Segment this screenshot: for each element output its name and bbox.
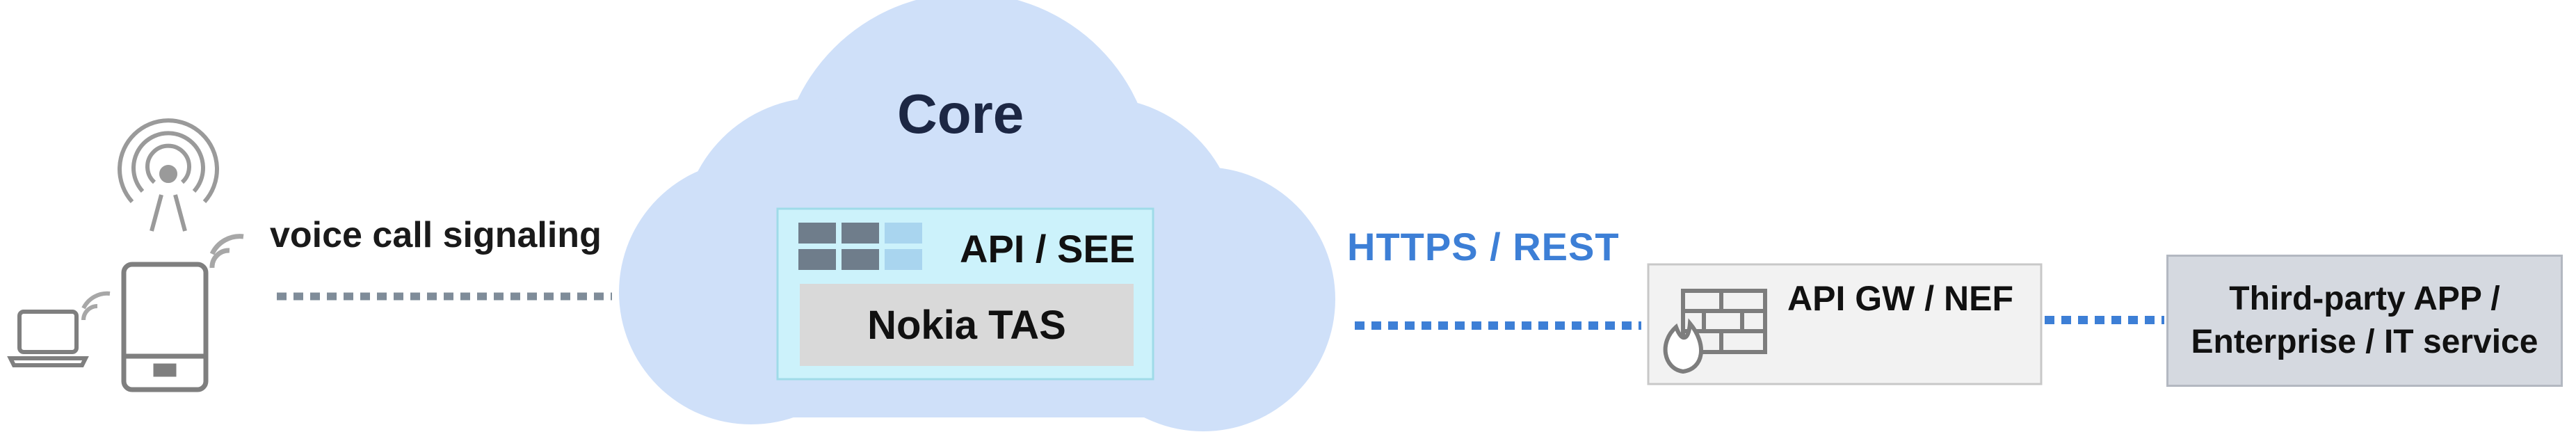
protocol-label: HTTPS / REST — [1347, 225, 1620, 269]
third-party-line1: Third-party APP / — [2229, 280, 2500, 317]
grid-icon — [798, 223, 922, 270]
tablet-icon — [121, 234, 244, 392]
tas-box — [800, 284, 1134, 366]
laptop-icon — [7, 291, 111, 367]
third-party-line2: Enterprise / IT service — [2191, 324, 2538, 360]
core-title: Core — [897, 83, 1024, 145]
third-party-box: Third-party APP / Enterprise / IT servic… — [2166, 255, 2563, 387]
firewall-icon — [1663, 289, 1767, 374]
wifi-antenna-icon — [118, 118, 219, 232]
gateway-label: API GW / NEF — [1787, 279, 2013, 318]
signaling-label: voice call signaling — [270, 215, 602, 255]
nokia-tas-label: Nokia TAS — [867, 302, 1066, 348]
api-see-label: API / SEE — [960, 227, 1136, 271]
gateway-box — [1647, 263, 2043, 385]
